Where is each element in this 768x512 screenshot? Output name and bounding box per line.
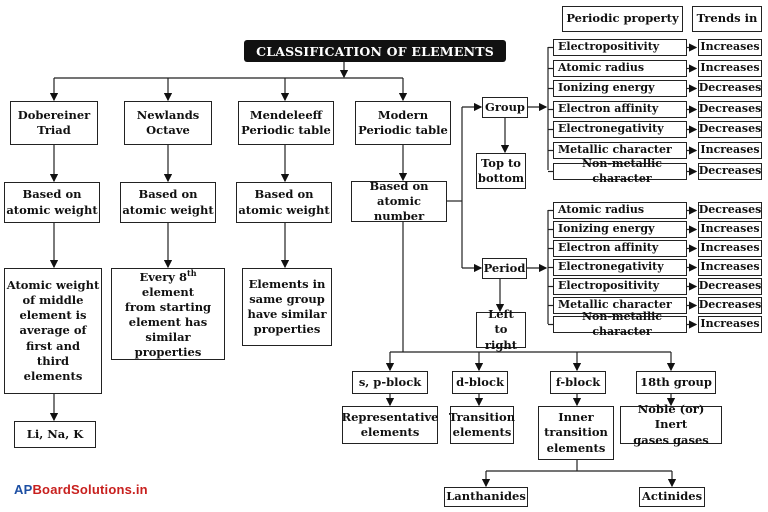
period-trend-6: Increases [698,316,762,333]
dobereiner-example-box: Li, Na, K [14,421,96,448]
group-property-1: Atomic radius [553,60,687,77]
mendeleeff-detail-box: Elements in same group have similar prop… [242,268,332,346]
group-property-4: Electronegativity [553,121,687,138]
f-block-desc-box: Inner transition elements [538,406,614,460]
period-trend-0: Decreases [698,202,762,219]
watermark: APBoardSolutions.in [14,482,148,497]
sp-block-desc-box: Representative elements [342,406,438,444]
dobereiner-detail-box: Atomic weight of middle element is avera… [4,268,102,394]
newlands-octave-box: Newlands Octave [124,101,212,145]
period-direction-box: Left to right [476,307,526,352]
period-property-2: Electron affinity [553,240,687,257]
newlands-detail-superscript: th [187,267,197,278]
d-block-box: d-block [452,371,508,394]
dobereiner-triad-box: Dobereiner Triad [10,101,98,145]
period-trend-5: Decreases [698,297,762,314]
18th-group-desc-box: Noble (or) Inert gases gases [620,402,722,447]
group-trend-4: Decreases [698,121,762,138]
periodic-property-header: Periodic property [562,6,683,32]
period-box: Period [482,258,527,279]
watermark-text: APBoardSolutions.in [14,482,148,497]
newlands-detail-rest: from starting element has similar proper… [124,299,212,360]
group-trend-0: Increases [698,39,762,56]
period-property-1: Ionizing energy [553,221,687,238]
group-direction-box: Top to bottom [476,153,526,189]
dobereiner-basis-box: Based on atomic weight [4,182,100,223]
modern-basis-box: Based on atomic number [351,179,447,223]
period-trend-3: Increases [698,259,762,276]
diagram-title: CLASSIFICATION OF ELEMENTS [244,40,506,62]
lanthanides-box: Lanthanides [444,487,528,507]
group-property-0: Electropositivity [553,39,687,56]
group-trend-1: Increases [698,60,762,77]
sp-block-box: s, p-block [352,371,428,394]
watermark-suffix: BoardSolutions.in [32,482,148,497]
group-property-2: Ionizing energy [553,80,687,97]
trend-arrows [548,43,698,329]
period-trend-4: Decreases [698,278,762,295]
newlands-detail-first-line: Every 8th element [112,268,224,300]
newlands-basis-box: Based on atomic weight [120,182,216,223]
period-trend-2: Increases [698,240,762,257]
actinides-box: Actinides [639,487,705,507]
newlands-detail-after: element [141,284,195,299]
modern-table-box: Modern Periodic table [355,101,451,145]
mendeleeff-table-box: Mendeleeff Periodic table [238,101,334,145]
group-property-5: Metallic character [553,142,687,159]
d-block-desc-box: Transition elements [449,406,515,444]
group-trend-5: Increases [698,142,762,159]
group-property-3: Electron affinity [553,101,687,118]
group-box: Group [482,97,528,118]
group-trend-6: Decreases [698,163,762,180]
group-property-6: Non-metallic character [553,157,687,185]
trends-header: Trends in [692,6,762,32]
mendeleeff-basis-box: Based on atomic weight [236,182,332,223]
watermark-prefix: AP [14,482,33,497]
period-property-5: Metallic character [553,297,687,314]
18th-group-box: 18th group [636,371,716,394]
period-trend-1: Increases [698,221,762,238]
group-trend-2: Decreases [698,80,762,97]
newlands-detail-before: Every 8 [139,269,187,284]
period-property-3: Electronegativity [553,259,687,276]
f-block-box: f-block [550,371,606,394]
period-property-4: Electropositivity [553,278,687,295]
period-property-0: Atomic radius [553,202,687,219]
group-trend-3: Decreases [698,101,762,118]
newlands-detail-box: Every 8th element from starting element … [111,268,225,360]
period-property-6: Non-metallic character [553,310,687,338]
